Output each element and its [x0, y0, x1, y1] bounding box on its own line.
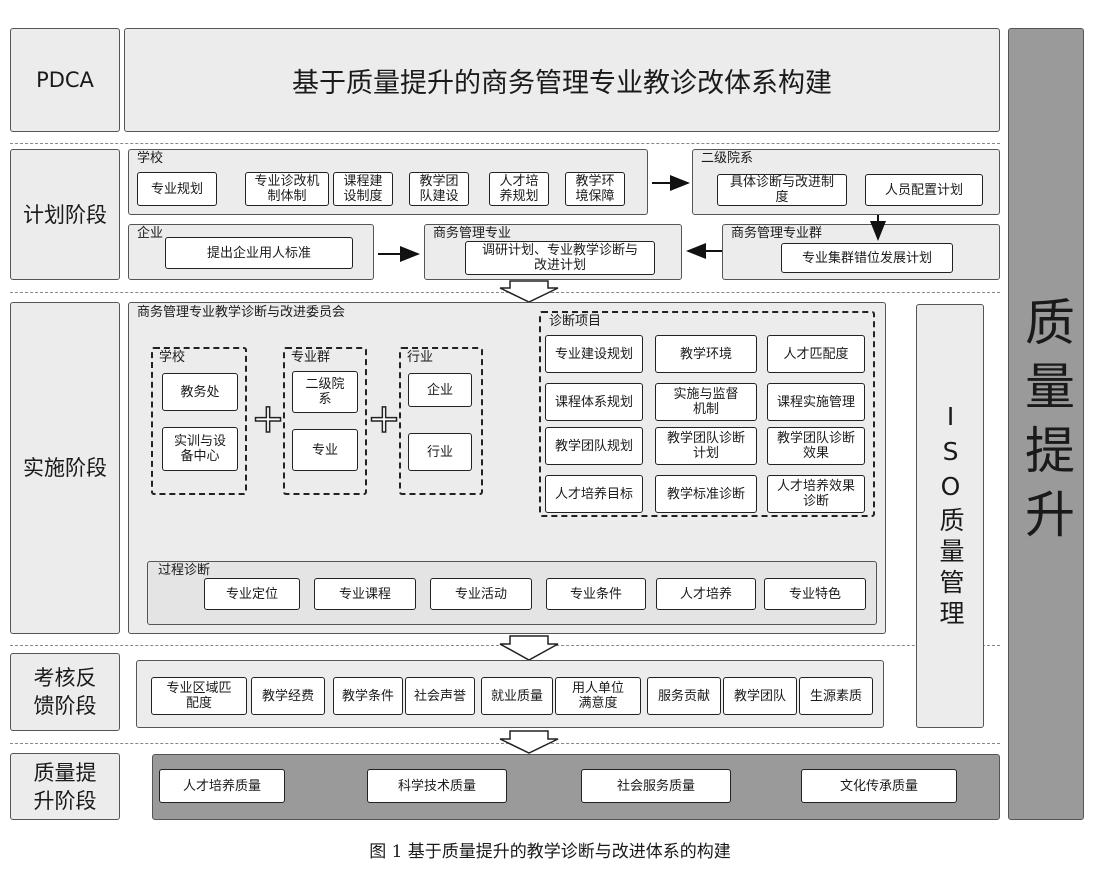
process-item: 专业活动 — [430, 578, 532, 610]
diagnosis-projects: 诊断项目 专业建设规划 教学环境 人才匹配度 课程体系规划 实施与监督机制 课程… — [539, 311, 875, 517]
diagram-title: 基于质量提升的商务管理专业教诊改体系构建 — [124, 28, 1000, 132]
feedback-item: 社会声誉 — [405, 677, 475, 715]
quality-improvement-label: 质量提升 — [1017, 296, 1075, 552]
committee-panel: 商务管理专业教学诊断与改进委员会 学校 教务处 实训与设备中心 + 专业群 二级… — [128, 302, 886, 634]
feedback-item: 就业质量 — [481, 677, 553, 715]
diagnosis-item: 课程体系规划 — [545, 383, 643, 421]
plus-sign: + — [251, 395, 286, 443]
feedback-panel: 专业区域匹配度 教学经费 教学条件 社会声誉 就业质量 用人单位满意度 服务贡献… — [136, 660, 884, 728]
stage-implement-text: 实施阶段 — [23, 456, 107, 480]
plan-school-item: 教学团队建设 — [409, 172, 469, 206]
iso-label: ISO质量管理 — [936, 401, 965, 631]
pdca-label: PDCA — [10, 28, 120, 132]
diagnosis-item: 实施与监督机制 — [655, 383, 757, 421]
committee-tag: 商务管理专业教学诊断与改进委员会 — [137, 305, 346, 320]
process-item: 专业课程 — [314, 578, 416, 610]
plan-major-item: 调研计划、专业教学诊断与改进计划 — [465, 241, 655, 275]
impl-industry-group: 行业 企业 行业 — [399, 347, 483, 495]
feedback-item: 教学经费 — [251, 677, 325, 715]
diagnosis-item: 教学环境 — [655, 335, 757, 373]
stage-plan-text: 计划阶段 — [23, 202, 107, 227]
plan-enterprise-item: 提出企业用人标准 — [165, 237, 353, 269]
process-item: 人才培养 — [656, 578, 756, 610]
plan-school-tag: 学校 — [137, 151, 164, 166]
quality-item: 科学技术质量 — [367, 769, 507, 803]
plan-school-item: 人才培养规划 — [489, 172, 549, 206]
quality-item: 人才培养质量 — [159, 769, 285, 803]
impl-major-group: 专业群 二级院系 专业 — [283, 347, 367, 495]
process-item: 专业条件 — [546, 578, 646, 610]
down-arrow-feedback-to-quality — [499, 730, 559, 754]
plan-school-item: 专业诊改机制体制 — [245, 172, 329, 206]
plan-group-tag: 商务管理专业群 — [731, 226, 823, 241]
impl-group-item: 二级院系 — [292, 371, 358, 413]
plan-college-panel: 二级院系 具体诊断与改进制度 人员配置计划 — [692, 149, 1000, 215]
feedback-item: 服务贡献 — [647, 677, 721, 715]
separator-3 — [10, 645, 1000, 646]
diagnosis-item: 教学团队规划 — [545, 427, 643, 465]
process-diagnosis-panel: 过程诊断 专业定位 专业课程 专业活动 专业条件 人才培养 专业特色 — [147, 561, 877, 625]
process-item: 专业特色 — [764, 578, 866, 610]
impl-industry-item: 企业 — [408, 373, 472, 407]
quality-item: 社会服务质量 — [581, 769, 731, 803]
plan-school-panel: 学校 专业规划 专业诊改机制体制 课程建设制度 教学团队建设 人才培养规划 教学… — [128, 149, 648, 215]
plan-school-item: 专业规划 — [137, 172, 217, 206]
stage-feedback: 考核反馈阶段 — [10, 653, 120, 731]
plan-school-item: 教学环境保障 — [565, 172, 625, 206]
plus-sign: + — [367, 395, 402, 443]
diagnosis-item: 教学标准诊断 — [655, 475, 757, 513]
diagnosis-item: 专业建设规划 — [545, 335, 643, 373]
impl-school-tag: 学校 — [159, 350, 186, 365]
impl-school-group: 学校 教务处 实训与设备中心 — [151, 347, 247, 495]
plan-college-tag: 二级院系 — [701, 151, 754, 166]
separator-2 — [10, 292, 1000, 293]
diagnosis-tag: 诊断项目 — [549, 314, 602, 329]
process-tag: 过程诊断 — [158, 563, 211, 578]
impl-industry-item: 行业 — [408, 433, 472, 471]
feedback-item: 生源素质 — [799, 677, 873, 715]
diagnosis-item: 教学团队诊断计划 — [655, 427, 757, 465]
pdca-text: PDCA — [36, 68, 94, 92]
impl-school-item: 教务处 — [162, 373, 238, 411]
quality-panel: 人才培养质量 科学技术质量 社会服务质量 文化传承质量 — [152, 754, 1000, 820]
title-text: 基于质量提升的商务管理专业教诊改体系构建 — [292, 67, 832, 99]
plan-enterprise-tag: 企业 — [137, 226, 164, 241]
stage-quality-text: 质量提升阶段 — [33, 760, 97, 813]
quality-item: 文化传承质量 — [801, 769, 957, 803]
plan-major-panel: 商务管理专业 调研计划、专业教学诊断与改进计划 — [424, 224, 682, 280]
iso-quality-management: ISO质量管理 — [916, 304, 984, 728]
stage-quality: 质量提升阶段 — [10, 753, 120, 820]
separator-1 — [10, 143, 1000, 144]
plan-enterprise-panel: 企业 提出企业用人标准 — [128, 224, 374, 280]
stage-plan: 计划阶段 — [10, 149, 120, 280]
process-item: 专业定位 — [204, 578, 300, 610]
plan-college-item: 具体诊断与改进制度 — [717, 174, 847, 206]
feedback-item: 用人单位满意度 — [555, 677, 641, 715]
feedback-item: 教学团队 — [723, 677, 797, 715]
stage-feedback-text: 考核反馈阶段 — [33, 666, 97, 718]
feedback-item: 专业区域匹配度 — [151, 677, 247, 715]
plan-group-item: 专业集群错位发展计划 — [781, 243, 953, 273]
quality-improvement-bar: 质量提升 — [1008, 28, 1084, 820]
impl-industry-tag: 行业 — [407, 350, 434, 365]
plan-major-tag: 商务管理专业 — [433, 226, 512, 241]
impl-school-item: 实训与设备中心 — [162, 427, 238, 471]
separator-4 — [10, 743, 1000, 744]
plan-school-item: 课程建设制度 — [333, 172, 393, 206]
feedback-item: 教学条件 — [333, 677, 403, 715]
diagnosis-item: 教学团队诊断效果 — [767, 427, 865, 465]
plan-group-panel: 商务管理专业群 专业集群错位发展计划 — [722, 224, 1000, 280]
diagnosis-item: 人才培养目标 — [545, 475, 643, 513]
diagnosis-item: 人才匹配度 — [767, 335, 865, 373]
diagnosis-item: 人才培养效果诊断 — [767, 475, 865, 513]
impl-group-tag: 专业群 — [291, 350, 331, 365]
impl-group-item: 专业 — [292, 429, 358, 471]
down-arrow-implement-to-feedback — [499, 635, 559, 661]
figure-caption: 图 1 基于质量提升的教学诊断与改进体系的构建 — [369, 841, 731, 862]
stage-implement: 实施阶段 — [10, 302, 120, 634]
diagnosis-item: 课程实施管理 — [767, 383, 865, 421]
plan-college-item: 人员配置计划 — [865, 174, 983, 206]
